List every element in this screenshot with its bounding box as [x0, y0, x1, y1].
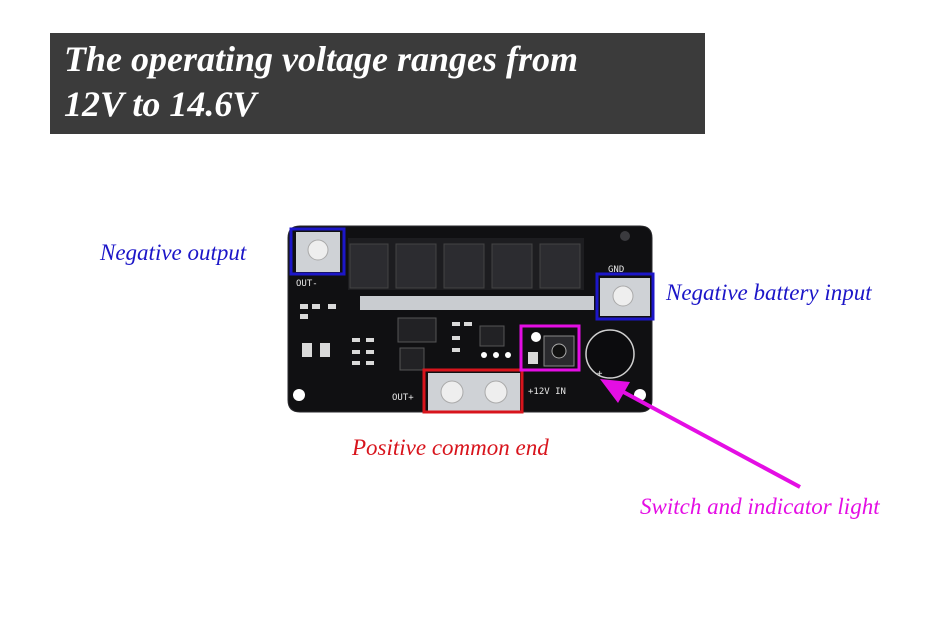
- title-line-2: 12V to 14.6V: [64, 84, 257, 124]
- mount-hole: [620, 231, 630, 241]
- regulator-chip: [399, 347, 425, 371]
- silk-gnd: GND: [608, 265, 624, 275]
- title-banner: The operating voltage ranges from 12V to…: [50, 33, 705, 134]
- negative-output-highlight: [289, 227, 346, 276]
- mosfet-array: [348, 238, 584, 290]
- ic-chip: [397, 317, 437, 343]
- switch-arrow: [600, 379, 801, 489]
- negative-battery-input-label: Negative battery input: [666, 280, 872, 305]
- small-ic: [479, 325, 505, 347]
- silk-out-minus: OUT-: [296, 279, 318, 289]
- silk-out-plus: OUT+: [392, 393, 414, 403]
- positive-common-end-highlight: [422, 368, 524, 414]
- solder-strip: [360, 296, 594, 310]
- switch-indicator-highlight: [519, 324, 581, 372]
- buzzer: [585, 329, 635, 379]
- via-holes: [481, 352, 511, 358]
- positive-common-end-label: Positive common end: [352, 435, 549, 460]
- mount-hole: [293, 389, 305, 401]
- silk-12v-in: +12V IN: [528, 387, 566, 397]
- negative-battery-input-highlight: [595, 272, 655, 321]
- negative-output-label: Negative output: [100, 240, 247, 265]
- switch-led-area: [528, 332, 575, 367]
- switch-indicator-label: Switch and indicator light: [640, 494, 880, 519]
- title-line-1: The operating voltage ranges from: [64, 39, 578, 79]
- smd-components: [300, 304, 472, 365]
- silk-plus-mark: +: [597, 369, 603, 379]
- pcb-board: OUT- GND OUT+ +12V IN +: [287, 225, 653, 413]
